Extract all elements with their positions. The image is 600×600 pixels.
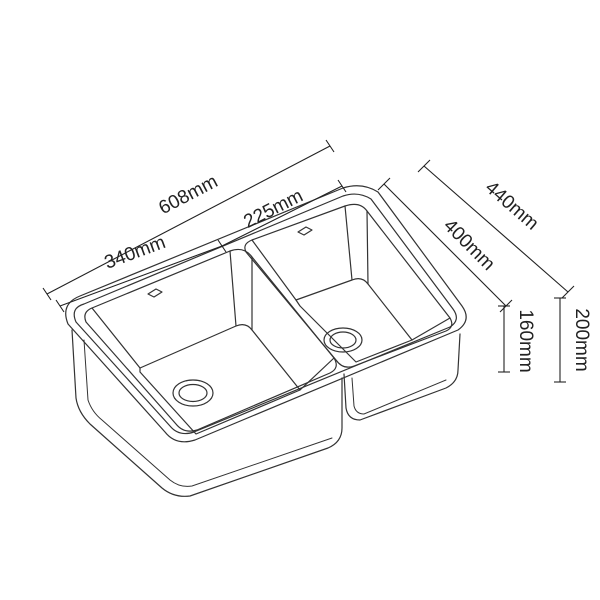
- small-bowl-edge-1: [251, 239, 297, 301]
- rim-outer: [65, 185, 467, 443]
- dimension-line: [221, 185, 343, 247]
- small-bowl-edge-2: [344, 205, 353, 281]
- small-bowl-marker-icon: [297, 226, 313, 236]
- large-bowl-marker-icon: [147, 288, 163, 298]
- dimension-label-bowl-height: 160mm: [515, 309, 536, 372]
- sink-rim: [65, 185, 467, 443]
- dimension-line: [59, 245, 223, 307]
- large-bowl-top: [84, 248, 337, 432]
- dimension-label-overall-width: 608mm: [156, 171, 222, 219]
- large-bowl-edge-4: [299, 357, 335, 391]
- dimension-tick-start: [417, 159, 431, 173]
- dimension-label-overall-depth: 440mm: [481, 177, 543, 234]
- dimension-label-large-bowl-width: 340mm: [102, 232, 169, 274]
- large-bowl-skirt: [71, 329, 343, 497]
- dimension-tick-start: [42, 287, 52, 301]
- large-bowl-edge-1: [91, 307, 141, 369]
- dimension-tick-end: [325, 139, 335, 153]
- dimension-label-overall-height: 200mm: [571, 308, 592, 371]
- large-bowl-skirt-inner: [83, 339, 333, 487]
- dimension-tick-end: [561, 285, 575, 299]
- dimension-line: [423, 165, 569, 293]
- large-bowl-drain-inner-icon: [178, 383, 208, 403]
- dimension-160: 160mm: [498, 305, 536, 373]
- small-bowl: [244, 203, 461, 421]
- small-bowl-floor: [295, 278, 413, 363]
- dimension-225: 225mm: [217, 179, 347, 253]
- small-bowl-edge-4: [411, 317, 451, 341]
- dimension-tick-start: [377, 177, 391, 191]
- small-bowl-edge-3: [366, 210, 369, 285]
- dimension-200: 200mm: [554, 297, 592, 383]
- small-bowl-drain-inner-icon: [329, 331, 357, 349]
- dimension-line: [383, 183, 507, 307]
- small-bowl-skirt-inner: [351, 377, 447, 415]
- large-bowl-drain-icon: [172, 379, 214, 407]
- large-bowl-edge-2: [229, 250, 237, 327]
- large-bowl-floor: [139, 324, 301, 435]
- dimension-608: 608mm: [42, 139, 335, 301]
- small-bowl-top: [244, 203, 453, 368]
- dimension-line: [46, 145, 331, 295]
- dimension-tick-start: [55, 299, 65, 313]
- dimension-tick-end: [337, 179, 347, 193]
- small-bowl-drain-icon: [323, 327, 363, 353]
- rim-inner: [73, 193, 457, 435]
- small-bowl-skirt: [343, 333, 461, 421]
